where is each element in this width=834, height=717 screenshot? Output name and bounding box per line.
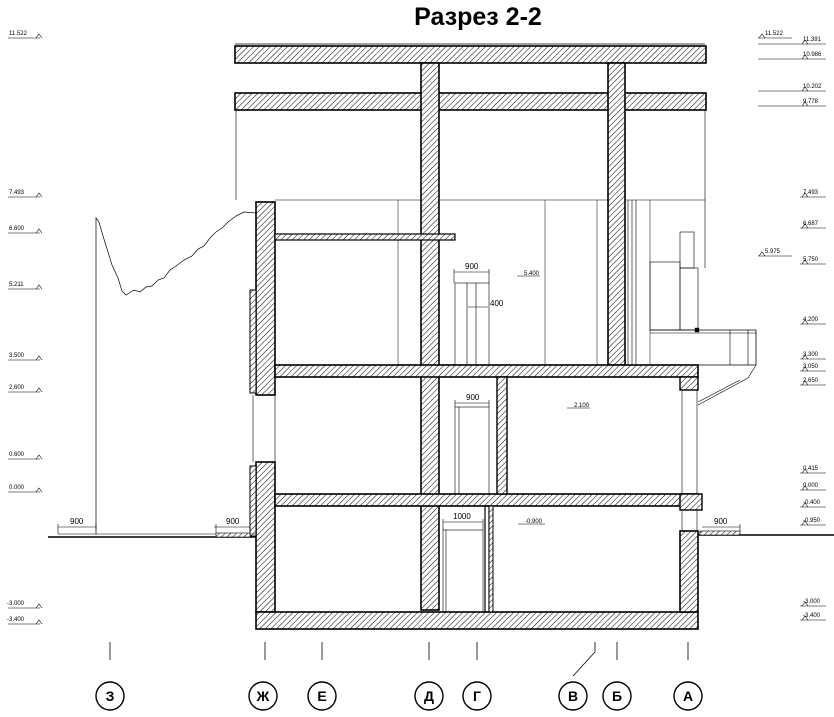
level-right-label: 6.687	[803, 221, 819, 227]
right-walls	[484, 376, 699, 613]
level-right-label: -0.400	[803, 500, 821, 506]
level-right-label: 10.986	[803, 52, 822, 58]
axis-label: Г	[473, 688, 481, 704]
axis-label: Б	[612, 688, 622, 704]
level-left-label: 0.000	[9, 485, 25, 491]
level-label: -0.900	[525, 519, 543, 525]
axis-label: З	[106, 688, 115, 704]
ground	[48, 530, 834, 538]
level-left-label: 5.211	[9, 282, 24, 288]
left-wall	[249, 201, 276, 613]
dimension-label: 900	[714, 517, 728, 526]
level-right-label: 11.391	[803, 37, 822, 43]
columns	[420, 62, 626, 611]
canopy-slab	[274, 233, 456, 241]
dimension-lines	[57, 269, 741, 534]
level-right-label: 0.000	[803, 483, 819, 489]
level-label: 2.100	[574, 403, 590, 409]
level-right-label: -0.950	[803, 518, 821, 524]
level-left-label: 0.600	[9, 452, 25, 458]
level-right-label: 11.522	[765, 31, 784, 37]
level-right-label: -3.400	[803, 613, 821, 619]
roof-slab-lower	[234, 92, 707, 111]
level-right-label: 0.415	[803, 466, 819, 472]
section-title: Разрез 2-2	[414, 3, 542, 31]
dimension-label: 900	[465, 262, 479, 271]
roof-slab-upper	[234, 45, 707, 64]
floor-slabs	[255, 364, 703, 630]
level-right-label: 10.202	[803, 84, 822, 90]
dimension-label: 900	[226, 517, 240, 526]
terrain-profile	[95, 211, 257, 534]
axis-label: Д	[424, 688, 434, 704]
level-left-label: 7.493	[9, 190, 25, 196]
level-right-label: 4.200	[803, 317, 819, 323]
level-right-label: 2.650	[803, 378, 819, 384]
level-right-label: 9.778	[803, 99, 819, 105]
balcony	[649, 231, 757, 406]
dimension-label: 900	[466, 393, 480, 402]
level-right-label: 5.750	[803, 257, 819, 263]
dimension-label: 400	[490, 299, 504, 308]
level-left-label: 2.600	[9, 385, 25, 391]
axis-markers	[95, 681, 703, 711]
axis-lines	[109, 642, 689, 677]
level-right-label: 7.493	[803, 190, 819, 196]
level-right-label: -3.000	[803, 599, 821, 605]
level-right-label: 5.975	[765, 249, 781, 255]
levels-left	[8, 33, 43, 625]
levels-right	[758, 33, 826, 621]
level-left-label: 6.600	[9, 226, 25, 232]
column-d	[420, 62, 440, 611]
openings	[442, 282, 490, 613]
level-left-label: 3.500	[9, 353, 25, 359]
axis-label: В	[568, 688, 578, 704]
axis-label: Е	[317, 688, 326, 704]
level-label: 5.400	[524, 271, 540, 277]
column-b	[607, 62, 626, 366]
level-right-label: 3.300	[803, 352, 819, 358]
level-right-label: 3.050	[803, 364, 819, 370]
level-left-label: -3.000	[7, 601, 25, 607]
level-left-label: -3.400	[7, 617, 25, 623]
dimension-label: 1000	[453, 512, 471, 521]
axis-label: Ж	[256, 688, 270, 704]
axis-label: А	[683, 688, 693, 704]
dimension-label: 900	[70, 517, 84, 526]
roof-structure	[234, 43, 707, 365]
level-left-label: 11.522	[9, 31, 28, 37]
